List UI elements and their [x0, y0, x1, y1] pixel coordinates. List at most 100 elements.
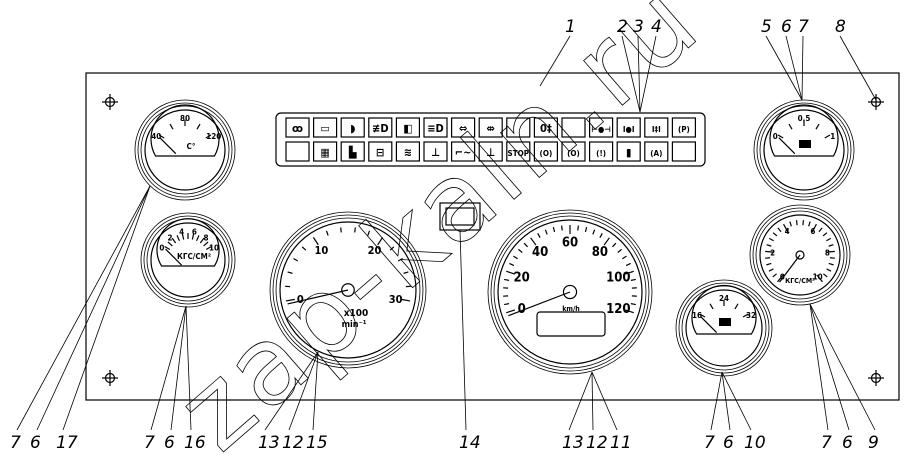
- callout-label: 6: [30, 433, 41, 453]
- scale-label: 60: [562, 235, 578, 250]
- abs-icon: (A): [650, 149, 662, 158]
- scale-tick: [205, 245, 212, 251]
- scale-tick: [768, 237, 774, 242]
- scale-tick: [777, 227, 782, 233]
- warning-lamp: [671, 141, 697, 162]
- warning-lamp: (A): [644, 141, 669, 162]
- warning-lamp: ◧: [395, 117, 420, 138]
- scale-tick: [815, 123, 820, 130]
- brake-fault-icon: (O): [540, 149, 553, 158]
- scale-tick: [561, 225, 563, 231]
- unit-label: КГС/СМ²: [785, 277, 815, 285]
- warning-lamp: ⌐~: [451, 141, 476, 162]
- scale-tick: [828, 244, 834, 247]
- scale-tick: [592, 229, 596, 235]
- scale-tick: [285, 298, 295, 302]
- scale-tick: [599, 232, 603, 238]
- lamp-cell: [340, 141, 365, 162]
- lamp-cell: [506, 141, 531, 162]
- leader-line: [809, 303, 829, 431]
- scale-tick: [709, 303, 714, 310]
- scale-label: 120: [606, 302, 630, 317]
- scale-tick: [354, 227, 356, 233]
- scale-tick: [544, 229, 548, 235]
- lamp-cell: [313, 117, 338, 138]
- air-filter-icon: ▦: [320, 146, 329, 159]
- leader-line: [785, 35, 803, 101]
- lamp-cell: [423, 117, 448, 138]
- lamp-cell: [395, 117, 420, 138]
- scale-tick: [293, 257, 299, 262]
- scale-tick: [199, 237, 205, 244]
- scale-tick: [768, 268, 774, 272]
- lamp-cell: [533, 117, 559, 138]
- warning-lamp: ▙: [340, 141, 365, 162]
- callout-label: 7: [704, 433, 715, 453]
- gauge-bezel: [140, 105, 230, 195]
- warning-lamp: (P): [671, 117, 697, 138]
- scale-label: 0: [773, 132, 778, 141]
- lamp-cell: [644, 141, 669, 162]
- scale-tick: [783, 223, 789, 233]
- scale-label: 0: [159, 243, 164, 252]
- gauge-bezel: [144, 109, 226, 191]
- gauge-bezel: [753, 99, 855, 201]
- leader-line: [36, 185, 151, 431]
- lamp-cell: [644, 117, 669, 138]
- scale-tick: [169, 123, 174, 130]
- lamp-cell: [313, 141, 338, 162]
- scale-tick: [612, 242, 617, 248]
- scale-tick: [509, 262, 515, 267]
- axle-lock-icon: I●I: [623, 125, 635, 134]
- leader-line: [591, 371, 594, 431]
- callout-label: 12: [282, 433, 304, 453]
- scale-tick: [577, 225, 579, 231]
- callout-label: 13: [562, 433, 584, 453]
- parking-brake-icon: (P): [678, 125, 690, 134]
- scale-tick: [377, 237, 384, 246]
- needle-hub: [341, 283, 355, 297]
- callout-label: 12: [586, 433, 608, 453]
- gauge-bezel: [755, 210, 845, 300]
- leader-line: [710, 371, 723, 431]
- needle: [508, 291, 571, 317]
- scale-tick: [530, 237, 537, 246]
- scale-tick: [622, 255, 627, 260]
- fuel-icon: [799, 140, 811, 148]
- gauge-bezel: [269, 211, 427, 369]
- lamp-cell: [451, 141, 476, 162]
- warning-lamp: ⇎: [478, 117, 503, 138]
- lamp-cell: [671, 117, 697, 138]
- scale-tick: [191, 233, 195, 240]
- scale-tick: [742, 313, 749, 318]
- scale-tick: [625, 262, 631, 267]
- glow-plug-icon: ꝏ: [292, 122, 303, 135]
- warning-lamp: ꝏ: [285, 117, 310, 138]
- warning-lamp: ≢D: [368, 117, 393, 138]
- lamp-cell: [588, 141, 614, 162]
- warning-lamp: 0‡: [533, 117, 559, 138]
- leader-line: [839, 35, 877, 101]
- dial-face: [691, 285, 757, 335]
- callout-label: 16: [184, 433, 206, 453]
- scale-tick: [765, 250, 775, 253]
- scale-tick: [301, 246, 307, 251]
- scale-label: 1: [830, 132, 835, 141]
- lamp-cell: [285, 117, 310, 138]
- unit-label-2: min⁻¹: [342, 320, 367, 330]
- lamp-cell: [506, 117, 531, 138]
- gauge-bezel: [678, 282, 770, 374]
- callout-label: 1: [565, 17, 576, 37]
- scale-tick: [603, 237, 610, 246]
- warning-lamp: [506, 117, 531, 138]
- fog-light-icon: 0‡: [540, 122, 552, 135]
- scale-tick: [584, 226, 588, 233]
- leader-line: [150, 305, 187, 431]
- warning-lamp: [285, 141, 310, 162]
- scale-tick: [312, 237, 319, 246]
- brake-warning-icon: (!): [596, 149, 606, 158]
- gauge-bezel: [140, 212, 236, 308]
- scale-tick: [205, 134, 212, 139]
- callout-label: 8: [835, 17, 846, 37]
